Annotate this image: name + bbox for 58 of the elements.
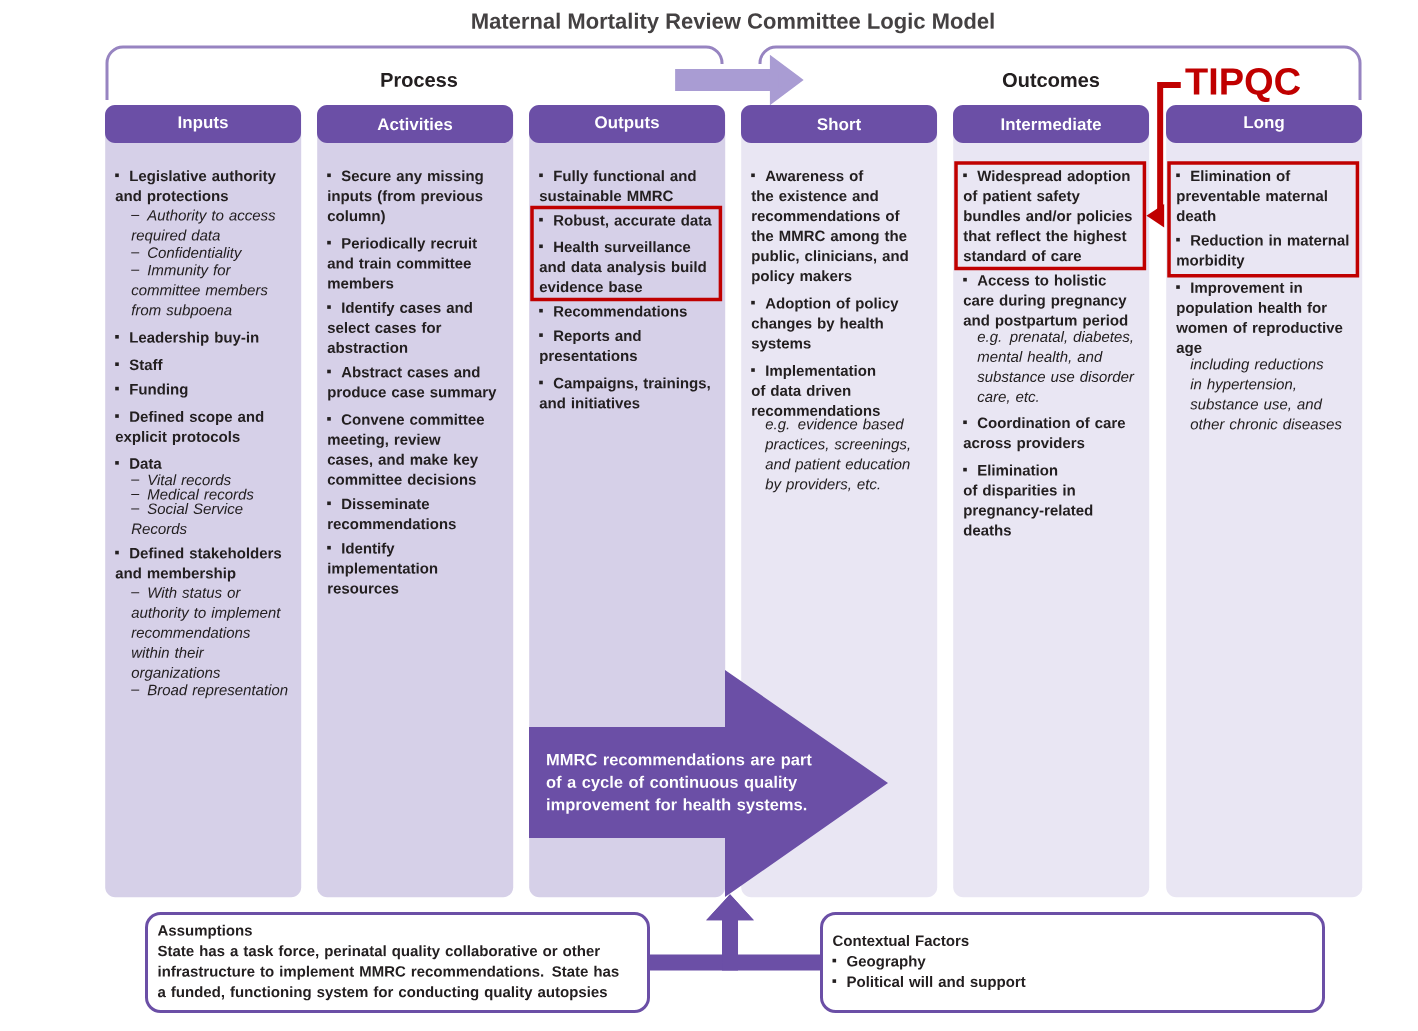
note-text: e.g. prenatal, diabetes, mental health, and substance use disorder care, etc. (977, 331, 1135, 404)
bullet-item: Staff (115, 359, 163, 371)
sub-item: Confidentiality (130, 246, 243, 261)
bullet-item: Coordination of care across providers (963, 417, 1126, 452)
bullet-item: Defined stakeholders and membership (115, 547, 282, 582)
note-text: e.g. evidence based practices, screenings, and patient education by providers, etc. (764, 418, 910, 493)
column-header: Short (741, 105, 937, 143)
bullet-item: Adoption of policy changes by health systems (751, 297, 899, 352)
bullet-item: Political will and support (832, 976, 1026, 990)
bullet-item: Identify cases and select cases for abstraction (327, 302, 472, 353)
text-banner: MMRC recommendations are part of a cycle of continuous quality improvement for health systems. (529, 670, 888, 897)
bullet-item: Improvement in population health for women of reproductive age (1176, 282, 1343, 357)
bullet-item: Fully functional and sustainable MMRC (539, 170, 696, 202)
column-header: Inputs (105, 105, 301, 143)
bullet-item: Campaigns, trainings, and initiatives (539, 377, 710, 409)
box-heading: Contextual Factors (833, 935, 969, 947)
bullet-item: Geography (832, 955, 926, 970)
bullet-item: Defined scope and explicit protocols (115, 411, 264, 445)
bullet-item: Recommendations (539, 305, 687, 317)
info-box (820, 912, 1325, 1013)
bullet-item: Elimination of preventable maternal death (1176, 170, 1327, 222)
bullet-item: Implementation of data driven recommendations (751, 364, 880, 416)
annotation-text: TIPQC (1185, 68, 1301, 102)
bullet-item: Reduction in maternal morbidity (1176, 234, 1349, 269)
bullet-item: Abstract cases and produce case summary (327, 366, 497, 401)
bullet-item: Robust, accurate data (539, 214, 712, 228)
sub-item: Broad representation (130, 684, 288, 699)
bullet-item: Elimination of disparities in pregnancy-related deaths (963, 464, 1093, 536)
sub-item: Authority to access required data (130, 209, 276, 244)
group-heading: Process (381, 73, 458, 87)
sub-item: Immunity for committee members from subpoena (130, 264, 268, 319)
group-heading: Outcomes (1002, 72, 1100, 88)
bullet-item: Awareness of the existence and recommendations of the MMRC among the public, clinicians, and policy makers (751, 170, 908, 285)
info-box (145, 912, 650, 1013)
bullet-item: Secure any missing inputs (from previous column) (327, 170, 483, 225)
column-header: Intermediate (953, 105, 1149, 143)
note-text: including reductions in hypertension, substance use, and other chronic diseases (1190, 358, 1342, 430)
bullet-item: Data (115, 458, 162, 469)
bullet-item: Widespread adoption of patient safety bundles and/or policies that reflect the highest standard of care (963, 170, 1132, 262)
bullet-item: Convene committee meeting, review cases, and make key committee decisions (327, 413, 485, 485)
bullet-item: Legislative authority and protections (115, 170, 276, 205)
sub-item: With status or authority to implement recommendations within their organizations (130, 586, 281, 681)
sub-item: Social Service Records (130, 503, 243, 535)
bullet-item: Health surveillance and data analysis build evidence base (539, 241, 706, 293)
box-heading: Assumptions (157, 924, 252, 939)
bullet-item: Reports and presentations (539, 330, 641, 364)
bullet-item: Funding (115, 383, 188, 398)
box-text: State has a task force, perinatal quality collaborative or other infrastructure to implement MMRC recommendations. State has a funded, functioning system for conducting quality autopsies (157, 945, 619, 1001)
column-header: Outputs (529, 105, 725, 143)
sub-item: Medical records (130, 488, 254, 500)
bullet-item: Identify implementation resources (327, 542, 438, 594)
column-header: Activities (317, 105, 513, 143)
title: Maternal Mortality Review Committee Logic Model (472, 12, 994, 34)
bullet-item: Periodically recruit and train committee members (327, 237, 477, 289)
column-header: Long (1166, 105, 1362, 143)
bullet-item: Leadership buy-in (115, 331, 259, 346)
bullet-item: Disseminate recommendations (327, 498, 456, 530)
sub-item: Vital records (130, 474, 231, 486)
